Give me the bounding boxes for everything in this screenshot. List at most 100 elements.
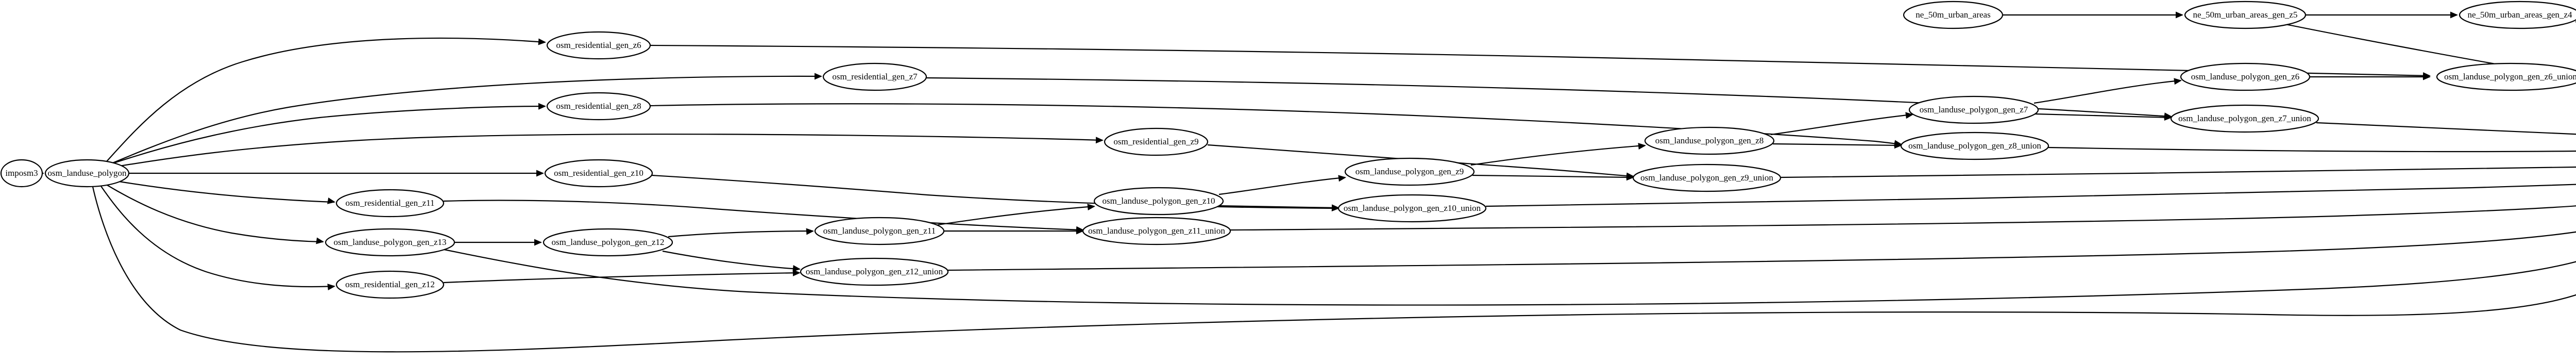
node-osm_residential_gen_z12[interactable]: osm_residential_gen_z12 xyxy=(335,270,445,299)
node-ne_50m_urban_areas_gen_z5[interactable]: ne_50m_urban_areas_gen_z5 xyxy=(2184,1,2307,29)
node-osm_landuse_polygon_gen_z10_union[interactable]: osm_landuse_polygon_gen_z10_union xyxy=(1337,194,1487,223)
node-osm_landuse_polygon[interactable]: osm_landuse_polygon xyxy=(44,159,130,188)
node-shape-osm_landuse_polygon_gen_z6 xyxy=(2180,62,2311,91)
node-shape-osm_landuse_polygon_gen_z11 xyxy=(814,217,945,245)
edge-lp13-to-layer_z13 xyxy=(444,249,2576,306)
node-osm_residential_gen_z7[interactable]: osm_residential_gen_z7 xyxy=(822,62,927,91)
arrowheads-layer xyxy=(37,11,2458,291)
node-osm_landuse_polygon_gen_z6[interactable]: osm_landuse_polygon_gen_z6 xyxy=(2180,62,2311,91)
arrow-olp-res12 xyxy=(327,284,335,291)
edge-res12-to-lp12u xyxy=(443,272,800,284)
arrow-ne-ne5 xyxy=(2176,11,2183,19)
arrow-res6-lp6u xyxy=(2422,72,2431,79)
node-shape-osm_landuse_polygon_gen_z12_union xyxy=(800,257,949,286)
edge-res7-to-lp7u xyxy=(926,77,2172,118)
node-osm_residential_gen_z11[interactable]: osm_residential_gen_z11 xyxy=(335,189,445,218)
node-osm_landuse_polygon_gen_z12[interactable]: osm_landuse_polygon_gen_z12 xyxy=(543,228,673,257)
node-shape-osm_landuse_polygon_gen_z10_union xyxy=(1337,194,1487,223)
edge-lp12-to-lp12u xyxy=(662,250,800,270)
arrow-olp-res6 xyxy=(538,38,546,45)
edge-olp-to-res_z7 xyxy=(111,75,822,164)
edge-olp-to-res_z6 xyxy=(106,37,546,162)
node-osm_landuse_polygon_gen_z9[interactable]: osm_landuse_polygon_gen_z9 xyxy=(1344,157,1475,186)
arrow-lp12-lp12u xyxy=(792,265,801,272)
node-osm_landuse_polygon_gen_z13[interactable]: osm_landuse_polygon_gen_z13 xyxy=(325,228,455,257)
arrow-res10-lp10u xyxy=(1331,204,1340,211)
arrow-lp9-lp8 xyxy=(1638,143,1646,150)
node-osm_residential_gen_z6[interactable]: osm_residential_gen_z6 xyxy=(546,31,651,60)
edge-olp-to-res_z12 xyxy=(100,186,335,288)
edge-lp8u-to-layer_z8 xyxy=(2048,146,2576,153)
edge-lp10-to-lp9 xyxy=(1218,176,1346,195)
arrow-lp11-lp10 xyxy=(1087,204,1095,211)
node-imposm3[interactable]: imposm3 xyxy=(0,159,43,188)
edge-lp8-to-lp8u xyxy=(1772,143,1902,146)
node-shape-osm_residential_gen_z7 xyxy=(822,62,927,91)
arrow-ne5-ne4 xyxy=(2450,11,2458,19)
node-osm_landuse_polygon_gen_z6_union[interactable]: osm_landuse_polygon_gen_z6_union xyxy=(2436,62,2576,91)
edge-olp-to-layer_z14 xyxy=(92,186,2576,353)
edge-lp12-to-lp11 xyxy=(668,230,814,238)
node-osm_landuse_polygon_gen_z11_union[interactable]: osm_landuse_polygon_gen_z11_union xyxy=(1082,217,1231,245)
arrow-olp-res7 xyxy=(815,73,822,80)
node-shape-osm_residential_gen_z8 xyxy=(546,92,651,121)
node-shape-osm_landuse_polygon_gen_z10 xyxy=(1093,187,1224,216)
arrow-olp-res9 xyxy=(1095,137,1104,144)
edge-res9-to-lp9u xyxy=(1207,144,1634,177)
node-ne_50m_urban_areas_gen_z4[interactable]: ne_50m_urban_areas_gen_z4 xyxy=(2459,1,2576,29)
edge-lp7-to-lp7u xyxy=(2035,113,2172,119)
edge-olp-to-res_z11 xyxy=(118,180,335,203)
node-osm_landuse_polygon_gen_z12_union[interactable]: osm_landuse_polygon_gen_z12_union xyxy=(800,257,949,286)
node-shape-osm_landuse_polygon xyxy=(44,159,130,188)
arrow-olp-lp13 xyxy=(316,237,324,244)
node-shape-osm_residential_gen_z9 xyxy=(1104,127,1209,156)
node-osm_landuse_polygon_gen_z8_union[interactable]: osm_landuse_polygon_gen_z8_union xyxy=(1900,131,2049,160)
node-shape-osm_landuse_polygon_gen_z9_union xyxy=(1632,163,1782,192)
edge-lp10-to-lp10u xyxy=(1217,205,1339,209)
edge-lp10u-to-layer_z10 xyxy=(1485,184,2576,207)
edge-lp11-to-lp10 xyxy=(937,205,1095,226)
node-osm_landuse_polygon_gen_z9_union[interactable]: osm_landuse_polygon_gen_z9_union xyxy=(1632,163,1782,192)
node-shape-imposm3 xyxy=(0,159,43,188)
node-osm_residential_gen_z8[interactable]: osm_residential_gen_z8 xyxy=(546,92,651,121)
arrow-olp-res11 xyxy=(327,197,335,204)
arrow-lp10-lp9 xyxy=(1338,175,1346,182)
edge-olp-to-lp_z13 xyxy=(107,185,324,243)
edge-res8-to-lp8u xyxy=(650,103,1902,145)
node-shape-osm_landuse_polygon_gen_z13 xyxy=(325,228,455,257)
node-shape-osm_landuse_polygon_gen_z11_union xyxy=(1082,217,1231,245)
node-shape-ne_50m_urban_areas xyxy=(1903,1,2004,29)
edge-res10-to-lp10u xyxy=(651,174,1339,209)
node-osm_landuse_polygon_gen_z7_union[interactable]: osm_landuse_polygon_gen_z7_union xyxy=(2170,104,2319,133)
node-osm_landuse_polygon_gen_z8[interactable]: osm_landuse_polygon_gen_z8 xyxy=(1644,126,1775,155)
node-shape-osm_landuse_polygon_gen_z8_union xyxy=(1900,131,2049,160)
edge-ne_z5-to-layer_z5 xyxy=(2285,23,2576,81)
node-osm_residential_gen_z10[interactable]: osm_residential_gen_z10 xyxy=(544,159,653,188)
node-shape-osm_residential_gen_z11 xyxy=(335,189,445,218)
node-shape-osm_landuse_polygon_gen_z7_union xyxy=(2170,104,2319,133)
node-osm_landuse_polygon_gen_z10[interactable]: osm_landuse_polygon_gen_z10 xyxy=(1093,187,1224,216)
arrow-lp13-lp12 xyxy=(534,239,542,246)
edge-lp12u-to-layer_z12 xyxy=(947,231,2576,271)
node-shape-osm_landuse_polygon_gen_z7 xyxy=(1908,95,2039,124)
node-shape-osm_landuse_polygon_gen_z12 xyxy=(543,228,673,257)
edge-lp7-to-lp6 xyxy=(2033,79,2181,104)
node-osm_residential_gen_z9[interactable]: osm_residential_gen_z9 xyxy=(1104,127,1209,156)
node-shape-osm_residential_gen_z12 xyxy=(335,270,445,299)
edge-lp8-to-lp7 xyxy=(1770,113,1913,136)
edge-lp9u-to-layer_z9 xyxy=(1780,166,2576,178)
node-osm_landuse_polygon_gen_z11[interactable]: osm_landuse_polygon_gen_z11 xyxy=(814,217,945,245)
node-shape-ne_50m_urban_areas_gen_z5 xyxy=(2184,1,2307,29)
node-shape-osm_landuse_polygon_gen_z9 xyxy=(1344,157,1475,186)
node-ne_50m_urban_areas[interactable]: ne_50m_urban_areas xyxy=(1903,1,2004,29)
node-shape-osm_landuse_polygon_gen_z8 xyxy=(1644,126,1775,155)
edge-lp11u-to-layer_z11 xyxy=(1230,205,2576,231)
edge-olp-to-res_z9 xyxy=(119,134,1103,167)
edge-olp-to-res_z8 xyxy=(110,105,546,165)
node-osm_landuse_polygon_gen_z7[interactable]: osm_landuse_polygon_gen_z7 xyxy=(1908,95,2039,124)
arrow-olp-res8 xyxy=(538,103,546,110)
arrow-olp-res10 xyxy=(536,170,544,177)
arrow-res7-lp7u xyxy=(2164,112,2172,120)
